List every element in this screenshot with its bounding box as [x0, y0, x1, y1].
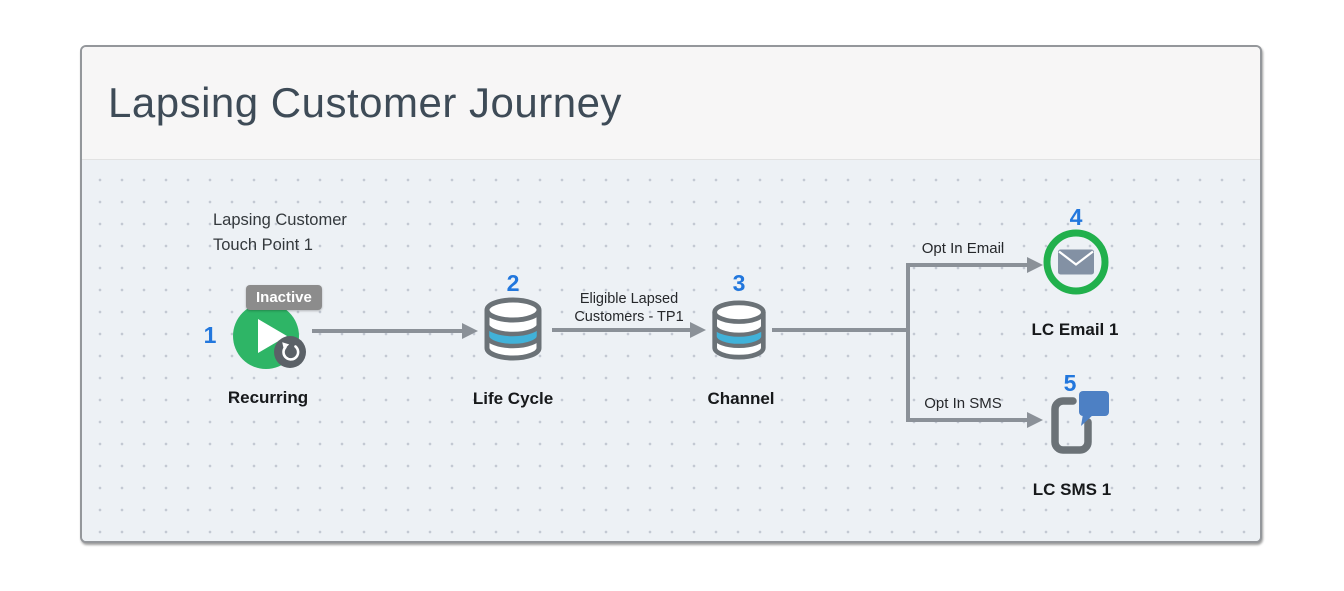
- data-cylinder-icon: [484, 297, 542, 361]
- arrowhead-into-lifecycle: [462, 323, 478, 339]
- node-number-4: 4: [1069, 204, 1083, 230]
- journey-canvas: Lapsing Customer Touch Point 1 1 Inactiv…: [82, 160, 1260, 541]
- arrowhead-into-channel: [690, 322, 706, 338]
- play-recurring-icon: [233, 303, 299, 369]
- arrowhead-into-sms: [1027, 412, 1043, 428]
- edge-label-line2: Customers - TP1: [574, 309, 684, 325]
- data-cylinder-icon: [712, 300, 766, 360]
- edge-label-eligible-lapsed: Eligible Lapsed Customers - TP1: [544, 290, 714, 326]
- journey-card: Lapsing Customer Journey Lapsing Custome…: [80, 45, 1262, 543]
- email-node[interactable]: [1043, 229, 1109, 300]
- recurring-entry-node[interactable]: [233, 303, 306, 369]
- node-label-channel: Channel: [707, 389, 775, 408]
- connector-channel-branch: [772, 328, 908, 332]
- node-number-2: 2: [506, 270, 520, 296]
- node-label-lifecycle: Life Cycle: [472, 389, 554, 408]
- node-number-1: 1: [203, 322, 217, 348]
- lifecycle-node[interactable]: [482, 297, 544, 366]
- page-title: Lapsing Customer Journey: [108, 79, 622, 126]
- node-number-3: 3: [732, 270, 746, 296]
- email-icon: [1043, 229, 1109, 295]
- channel-node[interactable]: [710, 299, 768, 366]
- connector-branch-email: [906, 263, 1028, 267]
- node-label-email: LC Email 1: [1031, 320, 1119, 339]
- connector-branch-sms: [906, 418, 1028, 422]
- arrowhead-into-email: [1027, 257, 1043, 273]
- connector-recurring-lifecycle: [312, 329, 462, 333]
- sms-node[interactable]: [1044, 389, 1112, 468]
- touchpoint-annotation-line1: Lapsing Customer: [213, 211, 347, 229]
- edge-label-opt-in-sms: Opt In SMS: [924, 395, 1002, 412]
- node-label-recurring: Recurring: [227, 388, 309, 407]
- connector-branch-vertical: [906, 263, 910, 422]
- sms-icon: [1051, 391, 1109, 454]
- edge-label-line1: Eligible Lapsed: [579, 291, 679, 307]
- touchpoint-annotation: Lapsing Customer Touch Point 1: [213, 208, 347, 258]
- journey-card-header: Lapsing Customer Journey: [82, 47, 1260, 160]
- inactive-status-badge: Inactive: [246, 285, 322, 310]
- connector-lifecycle-channel: [552, 328, 690, 332]
- node-label-sms: LC SMS 1: [1032, 480, 1112, 499]
- node-number-5: 5: [1063, 370, 1077, 396]
- recurring-schedule-icon: [274, 336, 306, 373]
- touchpoint-annotation-line2: Touch Point 1: [213, 236, 313, 254]
- edge-label-opt-in-email: Opt In Email: [921, 240, 1005, 257]
